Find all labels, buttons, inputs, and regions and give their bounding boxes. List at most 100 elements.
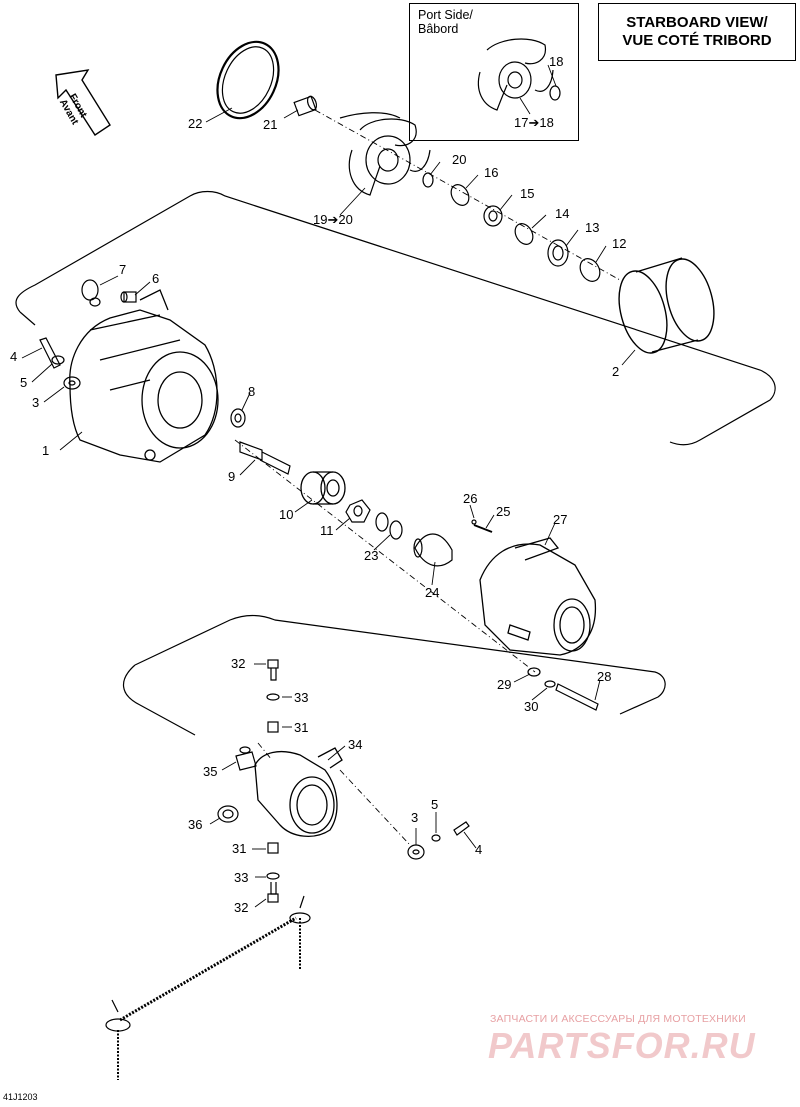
bushing-31-bottom bbox=[267, 842, 279, 854]
callout-16: 16 bbox=[484, 165, 499, 180]
washer-5-lower bbox=[431, 834, 441, 842]
callout-24: 24 bbox=[425, 585, 440, 600]
callout-31-bottom: 31 bbox=[232, 841, 247, 856]
callout-15: 15 bbox=[520, 186, 535, 201]
screw-4-lower bbox=[453, 821, 470, 836]
callout-5: 5 bbox=[20, 375, 28, 390]
callout-31-top: 31 bbox=[294, 720, 309, 735]
inset-label: Port Side/ Bâbord bbox=[418, 8, 473, 36]
grommet-3 bbox=[63, 376, 81, 390]
callout-14: 14 bbox=[555, 206, 570, 221]
pump-housing-1 bbox=[69, 289, 219, 463]
callout-32-bottom: 32 bbox=[234, 900, 249, 915]
fitting-7 bbox=[81, 279, 101, 307]
inset-label-line1: Port Side/ bbox=[418, 8, 473, 22]
watermark-tagline: ЗАПЧАСТИ И АКСЕССУАРЫ ДЛЯ МОТОТЕХНИКИ bbox=[490, 1013, 746, 1025]
seal-8 bbox=[230, 408, 246, 428]
ring-14 bbox=[514, 223, 534, 245]
callout-11: 11 bbox=[320, 523, 334, 538]
impeller-19-20 bbox=[339, 112, 431, 196]
washer-26 bbox=[471, 519, 477, 525]
inset-label-line2: Bâbord bbox=[418, 22, 459, 36]
steering-linkage bbox=[105, 895, 311, 1080]
bolt-32-bottom bbox=[267, 882, 279, 903]
callout-34: 34 bbox=[348, 737, 363, 752]
oring-16 bbox=[450, 184, 470, 206]
callout-13: 13 bbox=[585, 220, 600, 235]
nut-11 bbox=[345, 499, 371, 523]
callout-5-lower: 5 bbox=[431, 797, 439, 812]
oring-18-inset bbox=[549, 85, 561, 101]
callout-9: 9 bbox=[228, 469, 236, 484]
callout-6: 6 bbox=[152, 271, 160, 286]
fitting-35 bbox=[235, 746, 257, 771]
shaft-9 bbox=[239, 441, 291, 475]
nozzle-34 bbox=[254, 747, 343, 837]
grommet-3-lower bbox=[407, 844, 425, 860]
lower-group-outline bbox=[123, 664, 196, 736]
callout-36: 36 bbox=[188, 817, 203, 832]
callout-29: 29 bbox=[497, 677, 512, 692]
callout-21: 21 bbox=[263, 117, 278, 132]
washer-29 bbox=[527, 667, 541, 677]
washer-15 bbox=[483, 205, 503, 227]
callout-26: 26 bbox=[463, 491, 478, 506]
bushing-21 bbox=[293, 95, 318, 117]
washer-30 bbox=[544, 680, 556, 688]
callout-25: 25 bbox=[496, 504, 511, 519]
washer-33-top bbox=[266, 693, 280, 701]
front-arrow-icon bbox=[55, 69, 111, 136]
callout-7: 7 bbox=[119, 262, 127, 277]
callout-30: 30 bbox=[524, 699, 539, 714]
callout-12: 12 bbox=[612, 236, 627, 251]
watermark-logo: PARTSFOR.RU bbox=[488, 1025, 756, 1066]
callout-18: 18 bbox=[549, 54, 564, 69]
oring-20 bbox=[422, 172, 434, 188]
callout-23: 23 bbox=[364, 548, 379, 563]
washer-33-bottom bbox=[266, 872, 280, 880]
bushing-31-top bbox=[267, 721, 279, 733]
plug-6 bbox=[120, 291, 137, 303]
callout-33-top: 33 bbox=[294, 690, 309, 705]
inset-impeller bbox=[477, 38, 554, 111]
callout-1: 1 bbox=[42, 443, 50, 458]
cone-24 bbox=[413, 533, 453, 567]
callout-8: 8 bbox=[248, 384, 256, 399]
ring-22 bbox=[216, 40, 280, 120]
callout-35: 35 bbox=[203, 764, 218, 779]
callout-4-lower: 4 bbox=[475, 842, 483, 857]
callout-17-18: 17➔18 bbox=[514, 115, 554, 130]
screw-25 bbox=[473, 524, 493, 533]
callout-10: 10 bbox=[279, 507, 294, 522]
callout-22: 22 bbox=[188, 116, 203, 131]
upper-group-outline bbox=[15, 190, 776, 446]
callout-3-lower: 3 bbox=[411, 810, 419, 825]
port-side-inset: Port Side/ Bâbord bbox=[409, 3, 579, 141]
bracket-36 bbox=[217, 805, 239, 823]
callout-2: 2 bbox=[612, 364, 620, 379]
venturi-27 bbox=[479, 537, 597, 656]
oring-12 bbox=[579, 258, 601, 282]
bolt-28 bbox=[555, 683, 599, 711]
callout-33-bottom: 33 bbox=[234, 870, 249, 885]
bearing-10 bbox=[300, 471, 346, 505]
oring-23b bbox=[389, 520, 403, 540]
view-title-line1: STARBOARD VIEW/ bbox=[626, 14, 768, 31]
callout-32-top: 32 bbox=[231, 656, 246, 671]
callout-28: 28 bbox=[597, 669, 612, 684]
washer-5 bbox=[51, 355, 65, 365]
callout-19-20: 19➔20 bbox=[313, 212, 353, 227]
bolt-32-top bbox=[267, 659, 279, 681]
callout-3: 3 bbox=[32, 395, 40, 410]
callout-4: 4 bbox=[10, 349, 18, 364]
view-title-box: STARBOARD VIEW/ VUE COTÉ TRIBORD bbox=[598, 3, 796, 61]
oring-23a bbox=[375, 512, 389, 532]
wear-ring-2 bbox=[618, 257, 715, 354]
view-title-line2: VUE COTÉ TRIBORD bbox=[622, 32, 772, 49]
screw-4 bbox=[39, 337, 61, 369]
callout-27: 27 bbox=[553, 512, 568, 527]
reference-code: 41J1203 bbox=[3, 1092, 38, 1102]
bearing-13 bbox=[547, 239, 569, 267]
